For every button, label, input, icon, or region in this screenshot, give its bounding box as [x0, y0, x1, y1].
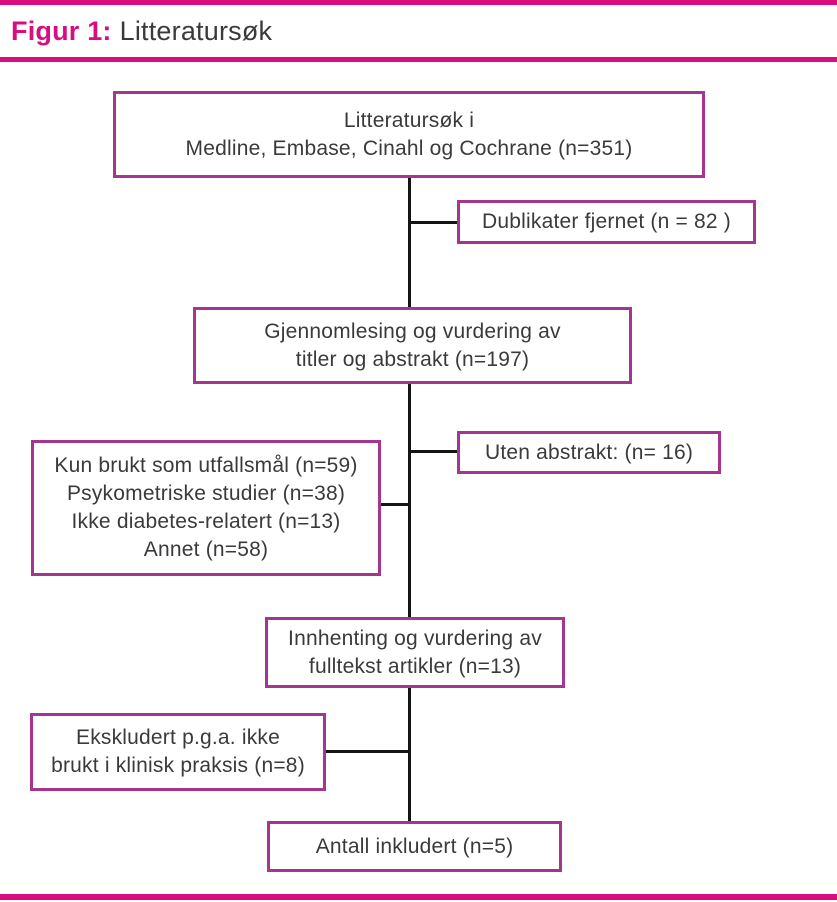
- bottom-accent-bar: [0, 894, 837, 900]
- connector-to-excluded-fulltext: [324, 750, 410, 753]
- connector-to-excluded-titles: [379, 503, 410, 506]
- node-title-abstract-screening: Gjennomlesing og vurdering av titler og …: [193, 307, 632, 384]
- connector-screening-to-fulltext: [408, 382, 411, 620]
- top-accent-bar: [0, 0, 837, 5]
- node-excluded-not-clinical: Ekskludert p.g.a. ikke brukt i klinisk p…: [30, 713, 326, 791]
- node-literature-search: Litteratursøk i Medline, Embase, Cinahl …: [113, 91, 705, 178]
- figure-label: Figur 1:: [11, 16, 112, 46]
- node-excluded-after-screening: Kun brukt som utfallsmål (n=59) Psykomet…: [31, 440, 381, 576]
- node-text-line: Litteratursøk i: [343, 108, 475, 132]
- node-text-line: Ekskludert p.g.a. ikke: [76, 726, 280, 749]
- connector-to-no-abstract: [409, 450, 459, 453]
- node-total-included: Antall inkludert (n=5): [267, 821, 562, 872]
- node-text-line: Psykometriske studier (n=38): [66, 482, 346, 505]
- connector-to-duplicates: [409, 221, 459, 224]
- node-text-line: Gjennomlesing og vurdering av: [264, 319, 561, 343]
- node-fulltext-review: Innhenting og vurdering av fulltekst art…: [265, 617, 565, 688]
- node-text-line: Uten abstrakt: (n= 16): [484, 440, 694, 464]
- figure-name: Litteratursøk: [119, 16, 273, 46]
- node-duplicates-removed: Dublikater fjernet (n = 82 ): [457, 200, 756, 244]
- node-text-line: Kun brukt som utfallsmål (n=59): [54, 454, 358, 477]
- node-text-line: Annet (n=58): [143, 538, 269, 561]
- node-text-line: Dublikater fjernet (n = 82 ): [482, 210, 731, 233]
- node-text-line: Medline, Embase, Cinahl og Cochrane (n=3…: [185, 136, 633, 160]
- node-text-line: Antall inkludert (n=5): [315, 834, 514, 858]
- node-text-line: titler og abstrakt (n=197): [295, 347, 530, 371]
- node-no-abstract: Uten abstrakt: (n= 16): [457, 431, 721, 474]
- title-rule: [0, 57, 837, 62]
- node-text-line: Innhenting og vurdering av: [288, 626, 542, 650]
- node-text-line: brukt i klinisk praksis (n=8): [51, 754, 305, 777]
- node-text-line: fulltekst artikler (n=13): [308, 654, 522, 678]
- figure-title: Figur 1:Litteratursøk: [11, 16, 272, 47]
- connector-search-to-screening: [408, 175, 411, 309]
- connector-fulltext-to-included: [408, 686, 411, 823]
- node-text-line: Ikke diabetes-relatert (n=13): [71, 510, 341, 533]
